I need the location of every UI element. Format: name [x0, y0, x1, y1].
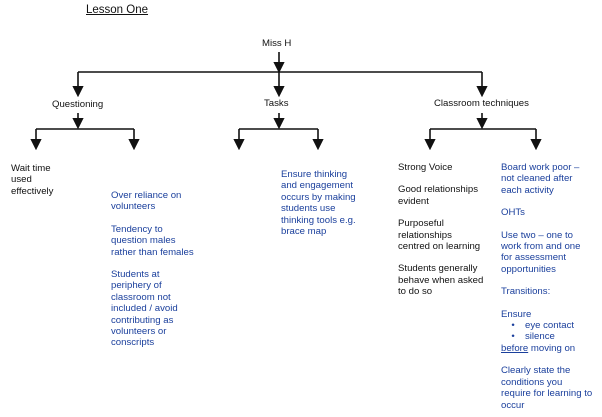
- page-title: Lesson One: [86, 4, 149, 16]
- note-ohts: OHTs: [501, 207, 525, 219]
- note-over-reliance: Over reliance on volunteers: [111, 190, 182, 213]
- note-clearly-state: Clearly state the conditions you require…: [501, 365, 593, 411]
- node-tasks: Tasks: [264, 98, 289, 109]
- node-questioning: Questioning: [52, 99, 104, 110]
- note-purposeful: Purposeful relationships centred on lear…: [398, 218, 481, 253]
- ensure-bullet-list: •eye contact •silence: [501, 320, 602, 343]
- leaf-classroom-improvements: Board work poor – not cleaned after each…: [501, 162, 602, 411]
- note-tendency: Tendency to question males rather than f…: [111, 223, 194, 258]
- note-board-work: Board work poor – not cleaned after each…: [501, 162, 580, 196]
- note-transitions: Transitions:: [501, 286, 551, 298]
- note-periphery: Students at periphery of classroom not i…: [111, 269, 178, 349]
- leaf-wait-time: Wait time used effectively: [11, 163, 54, 197]
- leaf-classroom-strengths: Strong Voice Good relationships evident …: [398, 162, 483, 298]
- underlined-before: before: [501, 342, 529, 354]
- note-good-relationships: Good relationships evident: [398, 184, 478, 207]
- bullet-silence: •silence: [511, 331, 555, 343]
- note-behave: Students generally behave when asked to …: [398, 263, 484, 298]
- bullet-eye-contact: •eye contact: [511, 320, 575, 332]
- note-ensure: Ensure •eye contact •silence before movi…: [501, 309, 602, 355]
- node-root: Miss H: [262, 38, 292, 49]
- note-strong-voice: Strong Voice: [398, 162, 453, 173]
- node-classroom-techniques: Classroom techniques: [434, 98, 529, 109]
- note-use-two: Use two – one to work from and one for a…: [501, 229, 581, 275]
- leaf-questioning-concerns: Over reliance on volunteers Tendency to …: [111, 190, 194, 349]
- leaf-tasks-thinking: Ensure thinking and engagement occurs by…: [281, 169, 356, 238]
